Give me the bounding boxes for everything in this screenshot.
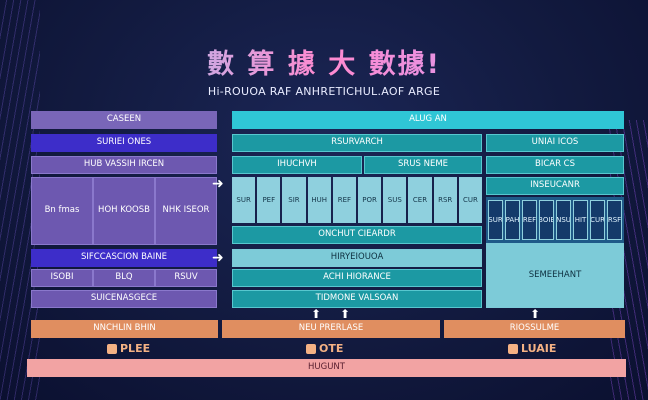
diagram-subtitle: Hi-ROUOA RAF ANHRETICHUL.AOF ARGE <box>207 85 441 98</box>
left-band-2: HUB VASSIH IRCEN <box>31 156 217 174</box>
mid-vcol-item: RSR <box>433 177 457 223</box>
right-top-1: UNIAI ICOS <box>486 134 624 152</box>
right-vcol-item: REF <box>522 200 537 240</box>
left-band-1: SURIEI ONES <box>31 134 217 152</box>
mid-band-3: ACHI HIORANCE <box>232 269 482 287</box>
left-col-1: Bn fmas <box>31 177 93 245</box>
right-vcol-item: PAH <box>505 200 520 240</box>
right-vcol-item: BOIE <box>539 200 554 240</box>
icon-label-1: PLEE <box>107 342 150 355</box>
diagram-title: 數 算 據 大 數據! <box>0 42 648 81</box>
right-vcol-item: HIT <box>573 200 588 240</box>
mid-vcol-item: POR <box>358 177 382 223</box>
mid-vcol-item: PEF <box>257 177 281 223</box>
right-top-3: INSEUCANR <box>486 177 624 195</box>
mid-vcol-item: SUS <box>383 177 407 223</box>
arrow-right-icon: ➜ <box>212 176 224 192</box>
arrow-up-icon: ⬆ <box>530 307 541 321</box>
right-vcol-item: CUR <box>590 200 605 240</box>
bottom-bar-2: NEU PRERLASE <box>222 320 440 338</box>
left-row-1: ISOBI <box>31 269 93 287</box>
icon-label-2: OTE <box>306 342 343 355</box>
mid-sub-2b: SRUS NEME <box>364 156 482 174</box>
left-row-3: RSUV <box>155 269 217 287</box>
footer-bar: HUGUNT <box>27 359 626 377</box>
arrow-right-icon: ➜ <box>212 250 224 266</box>
left-header: CASEEN <box>31 111 217 129</box>
server-icon <box>306 343 316 354</box>
left-band-4: SUICENASGECE <box>31 290 217 308</box>
bottom-bar-3: RIOSSULME <box>444 320 625 338</box>
left-col-2: HOH KOOSB <box>93 177 155 245</box>
icon-label-3: LUAIE <box>508 342 556 355</box>
left-row-2: BLQ <box>93 269 155 287</box>
mid-vcol-item: HUH <box>307 177 331 223</box>
database-icon <box>508 343 518 354</box>
left-col-3: NHK ISEOR <box>155 177 217 245</box>
right-vcol-item: SUR <box>488 200 503 240</box>
right-label: SEMEEHANT <box>486 243 624 308</box>
right-top-2: BICAR CS <box>486 156 624 174</box>
mid-vcol-item: CUR <box>458 177 482 223</box>
arrow-up-icon: ⬆ <box>311 307 322 321</box>
mid-vcol-item: SUR <box>232 177 256 223</box>
right-vcol-item: RSF <box>607 200 622 240</box>
mid-vcol-item: SIR <box>282 177 306 223</box>
mid-band-4: TIDMONE VALSOAN <box>232 290 482 308</box>
mid-header: ALUG AN <box>232 111 624 129</box>
storage-icon <box>107 343 117 354</box>
bottom-bar-1: NNCHLIN BHIN <box>31 320 218 338</box>
arrow-up-icon: ⬆ <box>340 307 351 321</box>
mid-vcol-item: REF <box>332 177 356 223</box>
mid-sub-1: RSURVARCH <box>232 134 482 152</box>
mid-sub-2a: IHUCHVH <box>232 156 362 174</box>
mid-vcol-item: CER <box>408 177 432 223</box>
right-vcol-item: NSU <box>556 200 571 240</box>
left-band-3: SIFCCASCION BAINE <box>31 249 217 267</box>
mid-band-1: ONCHUT CIEARDR <box>232 226 482 244</box>
mid-band-2: HIRYEIOUOA <box>232 249 482 267</box>
